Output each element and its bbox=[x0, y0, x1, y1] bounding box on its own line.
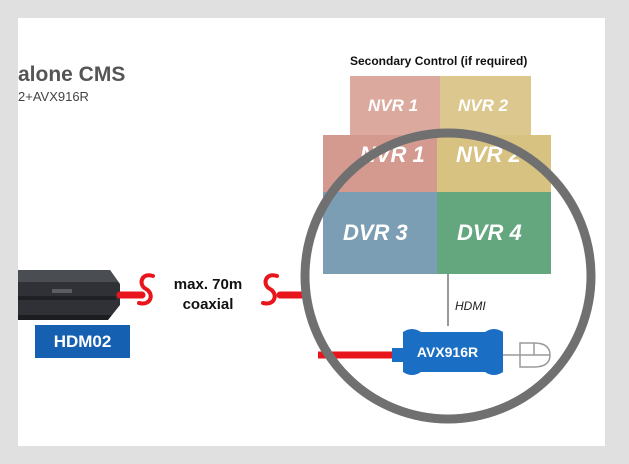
tile-dvr-3-label: DVR 3 bbox=[343, 220, 408, 245]
frame-top-border bbox=[0, 0, 629, 18]
tile-nvr-1-top-label: NVR 1 bbox=[368, 96, 419, 115]
mouse-icon bbox=[503, 342, 551, 368]
frame-left-border bbox=[0, 0, 18, 464]
frame-bottom-border bbox=[0, 446, 629, 464]
avx916r-device bbox=[403, 329, 503, 375]
tile-nvr-2-top-label: NVR 2 bbox=[458, 96, 509, 115]
coax-distance-line2: coaxial bbox=[182, 296, 234, 313]
coax-distance-line1: max. 70m bbox=[173, 276, 243, 293]
tile-dvr-4-label: DVR 4 bbox=[457, 220, 522, 245]
hdm02-device bbox=[18, 270, 120, 320]
page-title: alone CMS bbox=[18, 63, 126, 86]
page-subtitle: 2+AVX916R bbox=[18, 89, 89, 104]
coax-distance-label: max. 70m coaxial bbox=[163, 275, 253, 315]
hdmi-label: HDMI bbox=[455, 299, 486, 313]
avx916r-label: AVX916R bbox=[416, 344, 479, 360]
frame-right-border bbox=[605, 0, 629, 464]
tile-dvr-3: DVR 3 bbox=[323, 192, 437, 274]
hdm02-label: HDM02 bbox=[35, 325, 130, 358]
tile-dvr-4: DVR 4 bbox=[437, 192, 551, 274]
secondary-control-title: Secondary Control (if required) bbox=[350, 54, 528, 68]
magnifier-ring bbox=[300, 128, 596, 424]
avx-input-port bbox=[392, 348, 403, 362]
coax-cable bbox=[116, 273, 309, 306]
